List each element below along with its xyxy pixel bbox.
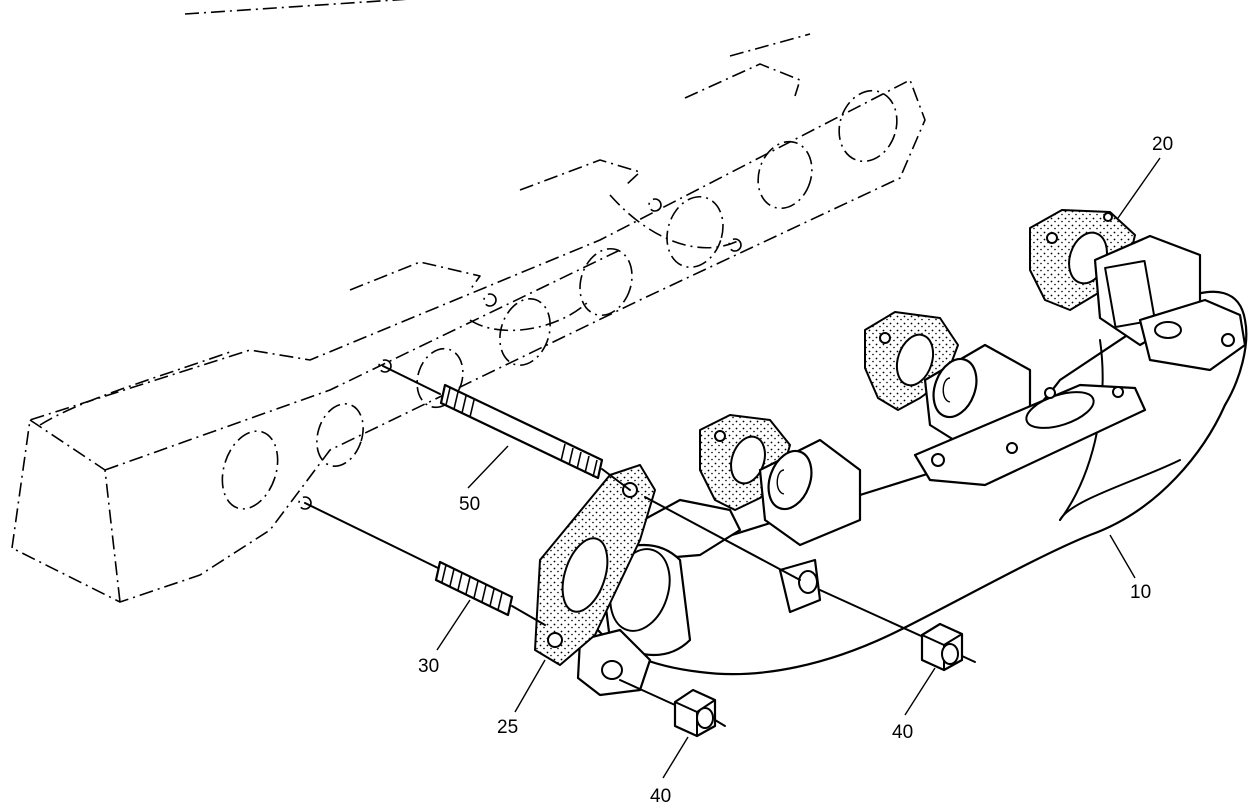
leader-lines [436, 157, 1161, 779]
leader-25 [514, 659, 546, 713]
callout-10: 10 [1130, 582, 1151, 603]
nut-left [619, 679, 726, 738]
leader-40-left [662, 736, 689, 779]
leader-20 [1117, 157, 1161, 219]
nut-right [819, 589, 976, 672]
callout-25: 25 [497, 717, 518, 738]
flange-gasket [534, 464, 656, 666]
callout-40-left: 40 [650, 786, 671, 807]
short-stud [304, 502, 546, 626]
cylinder-head-phantom [11, 0, 926, 603]
long-stud [382, 365, 801, 581]
callout-50: 50 [459, 494, 480, 515]
exhaust-manifold [576, 234, 1248, 697]
callout-30: 30 [418, 656, 439, 677]
leader-30 [436, 599, 471, 651]
leader-10 [1109, 534, 1136, 579]
callout-20: 20 [1152, 134, 1173, 155]
leader-40-right [904, 667, 936, 716]
leader-50 [467, 445, 509, 489]
callout-40-right: 40 [892, 722, 913, 743]
